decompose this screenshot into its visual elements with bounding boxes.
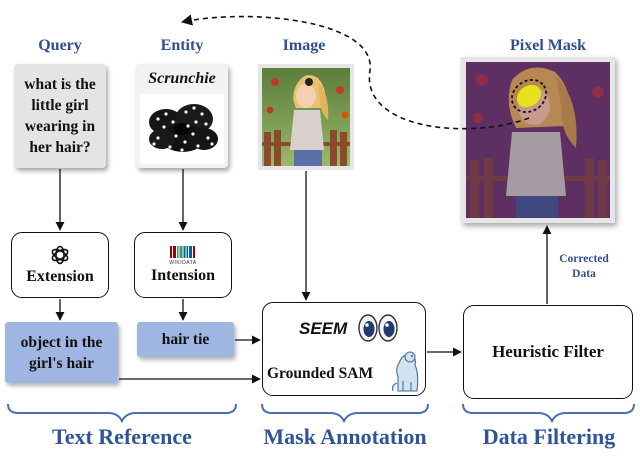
text-reference-brace [7, 403, 237, 424]
heuristic-filter-box: Heuristic Filter [463, 305, 633, 399]
data-filtering-label: Data Filtering [482, 424, 616, 449]
image-header: Image [282, 37, 326, 54]
corrected-data-label: Corrected Data [559, 253, 609, 280]
wikidata-label: WIKIDATA [169, 259, 197, 266]
query-header: Query [38, 37, 82, 54]
pixel-mask-header: Pixel Mask [510, 37, 586, 54]
entity-header: Entity [160, 37, 204, 54]
mask-annotation-label: Mask Annotation [263, 424, 427, 449]
data-filtering-brace [462, 403, 635, 424]
extension-box: Extension [11, 232, 109, 298]
hair-tie-text: hair tie [161, 330, 210, 348]
mask-annotation-box: SEEM Grounded SAM [262, 302, 426, 396]
query-text: what is the little girl wearing in her h… [24, 76, 96, 156]
polar-bear-icon [391, 351, 419, 392]
intension-label: Intension [150, 266, 216, 284]
mask-feedback-dashed-arrow [180, 14, 530, 130]
grounded-sam-label: Grounded SAM [267, 365, 374, 382]
heuristic-filter-label: Heuristic Filter [492, 342, 604, 361]
wikidata-logo: WIKIDATA [169, 245, 197, 266]
openai-icon [51, 245, 69, 265]
object-description-text: object in the girl's hair [20, 333, 103, 372]
query-card: what is the little girl wearing in her h… [14, 64, 106, 168]
hair-tie-box: hair tie [137, 322, 234, 357]
extension-label: Extension [26, 268, 94, 285]
seem-eyes-icon [358, 314, 398, 342]
intension-box: WIKIDATA Intension [134, 232, 232, 298]
seem-label: SEEM [299, 319, 348, 338]
text-reference-label: Text Reference [52, 424, 192, 449]
wikidata-icon [170, 245, 195, 258]
mask-annotation-brace [261, 403, 429, 424]
scrunchie-image [140, 94, 224, 164]
entity-card: Scrunchie [136, 64, 228, 168]
object-description-box: object in the girl's hair [5, 322, 118, 383]
